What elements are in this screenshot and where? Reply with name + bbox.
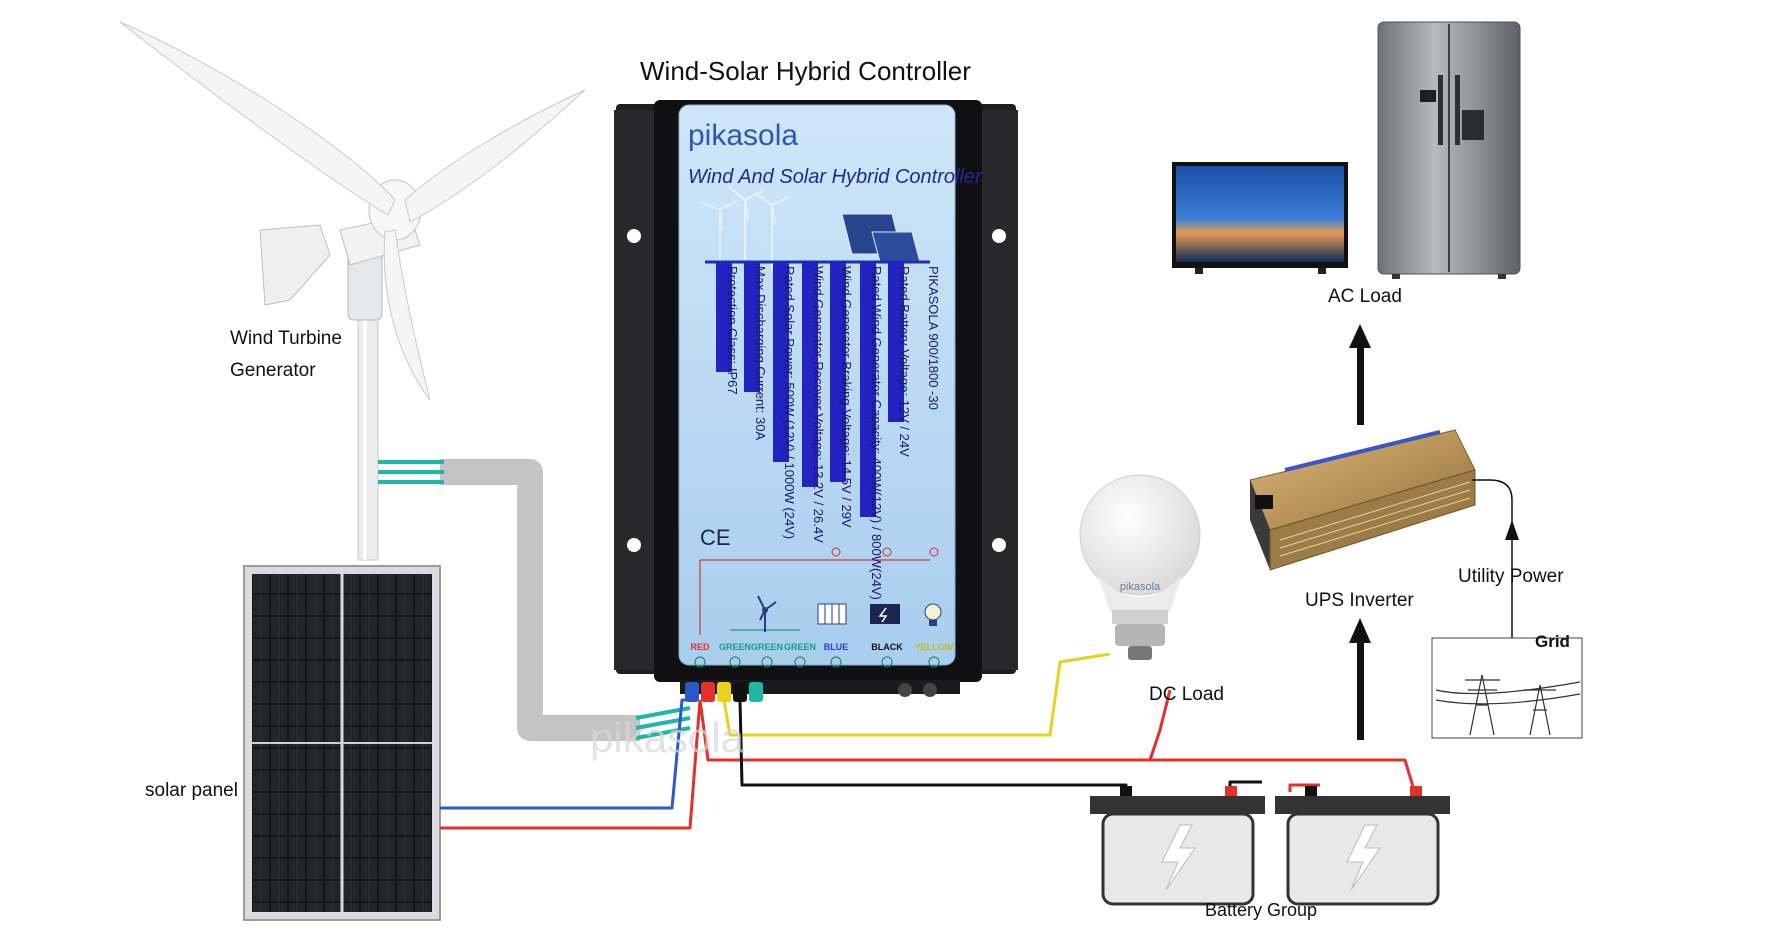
battery-group-label: Battery Group xyxy=(1205,900,1318,920)
conduit xyxy=(440,459,640,741)
bulb-brand: pikasola xyxy=(1120,581,1161,593)
ac-load-label: AC Load xyxy=(1328,286,1402,307)
ups-inverter-label: UPS Inverter xyxy=(1305,590,1414,611)
spec-wind-capacity: Rated Wind Generator Capacity: 400W(12V)… xyxy=(869,266,884,600)
diagram-title: Wind-Solar Hybrid Controller xyxy=(640,56,971,86)
ce-mark: CE xyxy=(700,525,731,550)
ups-inverter xyxy=(1249,429,1476,571)
terminal-block xyxy=(680,680,960,702)
arrow-to-inverter xyxy=(1349,618,1371,740)
grid-box xyxy=(1431,637,1583,739)
controller-product-name: Wind And Solar Hybrid Controller xyxy=(688,166,983,188)
wind-turbine xyxy=(119,21,586,561)
dc-load-label: DC Load xyxy=(1149,684,1224,705)
terminal-green-3: GREEN xyxy=(784,642,816,652)
terminal-yellow: YELLOW xyxy=(915,642,954,652)
wind-turbine-label-line1: Wind Turbine xyxy=(230,328,342,349)
terminal-red: RED xyxy=(690,642,710,652)
controller-brand: pikasola xyxy=(688,119,798,152)
spec-model: PIKASOLA 900/1800 -30 xyxy=(926,266,941,410)
solar-panel-label: solar panel xyxy=(145,780,238,801)
terminal-black: BLACK xyxy=(871,642,903,652)
spec-recover-voltage: Wind Generator Recover Voltage: 13.2V / … xyxy=(811,266,826,543)
dc-bulb: pikasola xyxy=(1079,474,1201,660)
wind-turbine-label-line2: Generator xyxy=(230,360,316,381)
battery-2 xyxy=(1275,786,1450,906)
wind-terminal-icon xyxy=(757,595,777,632)
terminal-labels: RED GREEN GREEN GREEN BLUE BLACK YELLOW xyxy=(690,642,953,652)
spec-protection-class: Protection Class: IP67 xyxy=(725,266,740,395)
utility-line xyxy=(1472,479,1513,638)
terminal-green-2: GREEN xyxy=(751,642,783,652)
spec-max-discharging: Max Discharging Current: 30A xyxy=(753,266,768,440)
solar-panel xyxy=(243,565,441,921)
grid-label: Grid xyxy=(1535,632,1570,651)
terminal-green-1: GREEN xyxy=(719,642,751,652)
spec-braking-voltage: Wind Generator Braking Voltage: 14.5V / … xyxy=(839,266,854,528)
watermark: pikasola xyxy=(590,714,745,761)
arrow-to-ac-load xyxy=(1349,324,1371,425)
utility-power-label: Utility Power xyxy=(1458,566,1564,587)
load-terminal-icon xyxy=(924,603,942,626)
tv xyxy=(1172,162,1348,274)
battery-1 xyxy=(1090,786,1265,906)
spec-rated-solar: Rated Solar Power: 500W (12V) / 1000W (2… xyxy=(782,266,797,539)
terminal-blue: BLUE xyxy=(824,642,849,652)
fridge xyxy=(1377,21,1521,279)
solar-terminal-icon xyxy=(817,603,847,625)
controller xyxy=(614,100,1018,702)
spec-list: Protection Class: IP67 Max Discharging C… xyxy=(725,266,941,600)
battery-terminal-icon xyxy=(870,604,900,624)
spec-battery-voltage: Rated Battery Voltage: 12V / 24V xyxy=(897,266,912,457)
